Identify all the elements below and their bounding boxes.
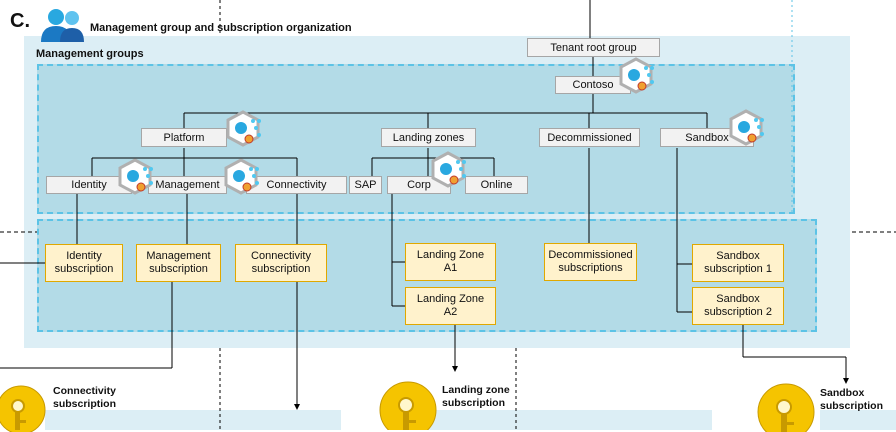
mg-contoso: Contoso [555,76,631,94]
mg-landing-zones: Landing zones [381,128,476,147]
subscription-landing-zone-a2: Landing Zone A2 [405,287,496,325]
bottom-sandbox-label: Sandbox subscription [820,387,884,412]
management-group-icon [224,158,259,195]
subscription-landing-zone-a1: Landing Zone A1 [405,243,496,281]
mg-online: Online [465,176,528,194]
management-group-icon [729,109,764,146]
mg-sap: SAP [349,176,382,194]
management-group-icon [431,151,466,188]
bottom-connectivity-label: Connectivity subscription [53,385,117,410]
key-icon [379,381,437,430]
subscription-decommissioned: Decommissioned subscriptions [544,243,637,281]
key-icon [757,383,815,432]
bottom-landing-zone-label: Landing zone subscription [442,384,510,409]
management-group-icon [619,57,654,94]
section-letter: C. [10,10,30,32]
mg-management: Management [148,176,227,194]
mg-platform: Platform [141,128,227,147]
subscription-sandbox-2: Sandbox subscription 2 [692,287,784,325]
mg-connectivity: Connectivity [246,176,347,194]
subscription-identity: Identity subscription [45,244,123,282]
key-icon [0,385,46,432]
management-groups-label: Management groups [36,48,144,60]
management-group-icon [118,158,153,195]
management-group-icon [226,110,261,147]
subscription-sandbox-1: Sandbox subscription 1 [692,244,784,282]
diagram-title: Management group and subscription organi… [90,22,352,34]
bottom-sandbox-panel [820,410,896,430]
bottom-landing-zone-panel [412,410,712,430]
users-group-icon [41,9,84,42]
bottom-connectivity-panel [45,410,341,430]
subscription-management: Management subscription [136,244,221,282]
mg-tenant-root-group: Tenant root group [527,38,660,57]
mg-identity: Identity [46,176,132,194]
subscription-connectivity: Connectivity subscription [235,244,327,282]
mg-decommissioned: Decommissioned [539,128,640,147]
